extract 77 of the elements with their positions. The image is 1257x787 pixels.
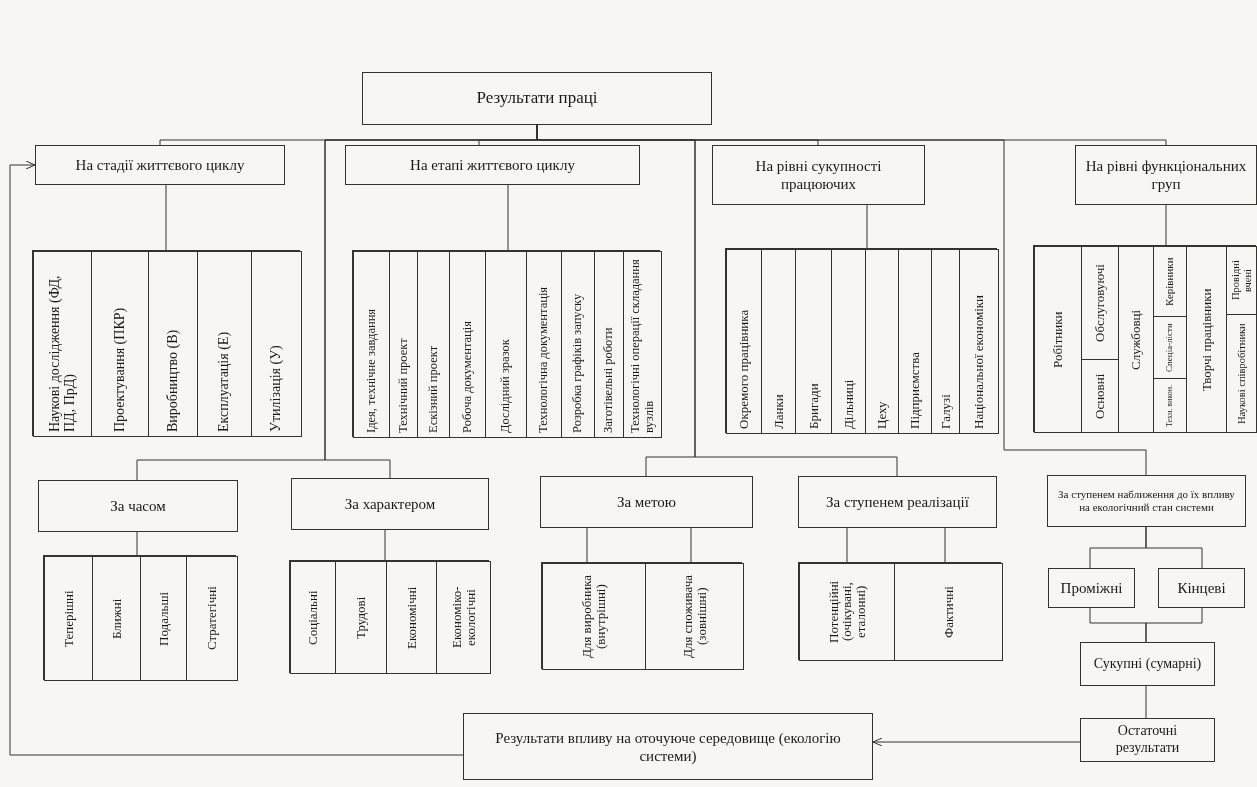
connector-line bbox=[1145, 607, 1203, 643]
table-cell: Національної економіки bbox=[959, 249, 999, 434]
table-cell: Службовці bbox=[1118, 246, 1154, 433]
connector-line bbox=[1165, 204, 1167, 246]
table-cell: Виробництво (В) bbox=[148, 251, 198, 437]
connector-line bbox=[507, 184, 509, 251]
table-cell: Потенційні (очікувані, еталонні) bbox=[799, 563, 895, 661]
category-box: Результати праці bbox=[362, 72, 712, 125]
table-cell: Творчі працівники bbox=[1186, 246, 1227, 433]
table-cell: Галузі bbox=[931, 249, 960, 434]
arrow bbox=[9, 160, 464, 756]
table-cell: Соціальні bbox=[290, 561, 336, 674]
table-cell: Економічні bbox=[386, 561, 437, 674]
table-cell: Економіко-екологічні bbox=[436, 561, 491, 674]
connector-line bbox=[944, 527, 946, 564]
connector-line bbox=[1145, 526, 1203, 569]
table-cell: Дільниці bbox=[831, 249, 866, 434]
table-cell: Заготівельні роботи bbox=[594, 251, 624, 438]
arrow bbox=[872, 737, 1081, 747]
table-frame bbox=[541, 562, 742, 669]
table-cell: Цеху bbox=[865, 249, 899, 434]
table-cell: Дослідний зразок bbox=[485, 251, 527, 438]
table-cell: Робоча документація bbox=[449, 251, 486, 438]
table-frame bbox=[1033, 245, 1256, 432]
connector-line bbox=[586, 527, 588, 564]
table-cell: Для виробника (внутрішні) bbox=[542, 563, 646, 670]
category-box: На рівні сукупності працюючих bbox=[712, 145, 925, 205]
connector-line bbox=[136, 531, 138, 556]
table-cell: Наукові співробітники bbox=[1226, 314, 1257, 433]
table-frame bbox=[289, 560, 489, 673]
category-box: Кінцеві bbox=[1158, 568, 1245, 608]
table-cell: Для споживача (зовнішні) bbox=[645, 563, 744, 670]
table-cell: Експлуатація (Е) bbox=[197, 251, 252, 437]
category-box: За часом bbox=[38, 480, 238, 532]
table-cell: Робітники bbox=[1034, 246, 1082, 433]
table-cell: Бригади bbox=[795, 249, 832, 434]
connector-line bbox=[165, 184, 167, 251]
connector-line bbox=[384, 529, 386, 561]
category-box: Результати впливу на оточуюче середовище (екологію системи) bbox=[463, 713, 873, 780]
table-cell: Трудові bbox=[335, 561, 387, 674]
category-box: Остаточні результати bbox=[1080, 718, 1215, 762]
table-cell: Ескізний проект bbox=[417, 251, 450, 438]
table-frame bbox=[725, 248, 997, 433]
table-cell: Провідні вчені bbox=[1226, 246, 1257, 315]
table-cell: Окремого працівника bbox=[726, 249, 762, 434]
connector-line bbox=[846, 527, 848, 564]
table-cell: Стратегічні bbox=[186, 556, 238, 681]
table-cell: Фактичні bbox=[894, 563, 1003, 661]
table-cell: Наукові дослідження (ФД, ПД, ПрД) bbox=[33, 251, 92, 437]
table-frame bbox=[43, 555, 236, 680]
category-box: На рівні функціональних груп bbox=[1075, 145, 1257, 205]
table-cell: Подальші bbox=[140, 556, 187, 681]
table-cell: Ланки bbox=[761, 249, 796, 434]
table-cell: Утилізація (У) bbox=[251, 251, 302, 437]
table-cell: Теперішні bbox=[44, 556, 93, 681]
category-box: За характером bbox=[291, 478, 489, 530]
table-cell: Технологічна документація bbox=[526, 251, 562, 438]
table-frame bbox=[798, 562, 1001, 660]
table-frame bbox=[352, 250, 660, 437]
category-box: За ступенем реалізації bbox=[798, 476, 997, 528]
table-frame bbox=[32, 250, 300, 436]
connector-line bbox=[866, 204, 868, 249]
table-cell: Технологічні операції складання вузлів bbox=[623, 251, 662, 438]
category-box: За метою bbox=[540, 476, 753, 528]
category-box: На стадії життєвого циклу bbox=[35, 145, 285, 185]
table-cell: Ближні bbox=[92, 556, 141, 681]
category-box: Проміжні bbox=[1048, 568, 1135, 608]
category-box: На етапі життєвого циклу bbox=[345, 145, 640, 185]
table-cell: Підприємства bbox=[898, 249, 932, 434]
category-box: За ступенем наближення до їх впливу на екологічний стан системи bbox=[1047, 475, 1246, 527]
table-cell: Технічний проект bbox=[389, 251, 418, 438]
table-cell: Проектування (ПКР) bbox=[91, 251, 149, 437]
table-cell: Ідея, технічне завдання bbox=[353, 251, 390, 438]
table-cell: Розробка графіків запуску bbox=[561, 251, 595, 438]
category-box: Сукупні (сумарні) bbox=[1080, 642, 1215, 686]
connector-line bbox=[1145, 685, 1147, 719]
connector-line bbox=[690, 527, 692, 564]
